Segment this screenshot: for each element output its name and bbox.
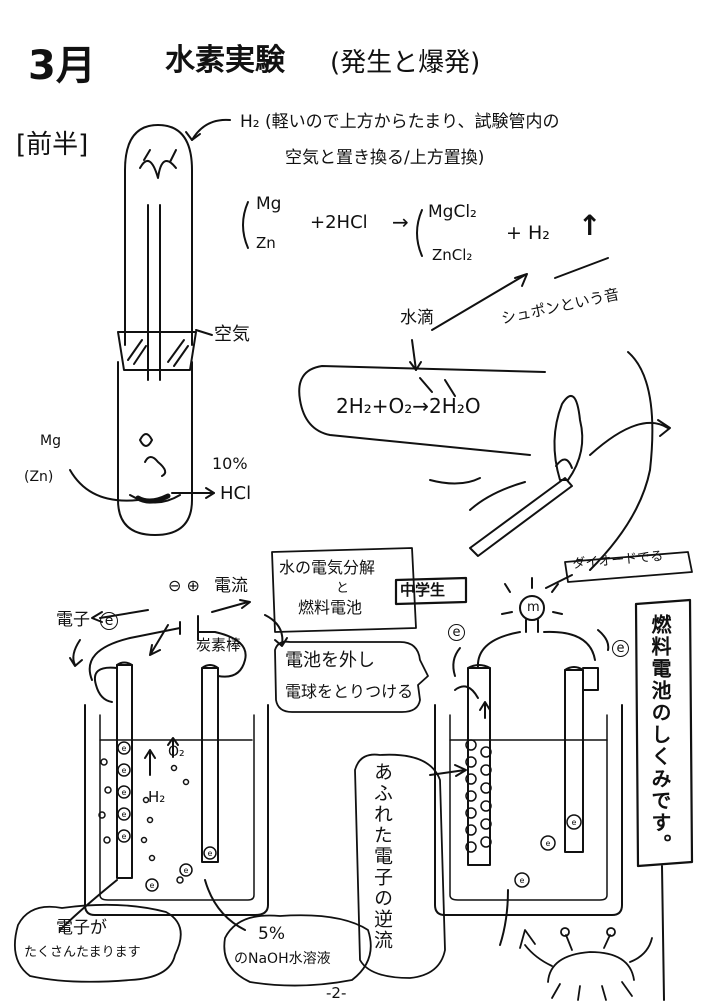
equation-arrow: → [392, 210, 409, 234]
metal-label-mg: Mg [40, 433, 61, 449]
acid-concentration: 10% [212, 454, 248, 473]
h2-note-line1: H₂ (軽いので上方からたまり、試験管内の [240, 112, 560, 132]
carbon-rod-label: 炭素棒 [196, 636, 242, 654]
electrolysis-beaker [84, 704, 269, 916]
section-label: [前半] [16, 130, 89, 160]
gas-arrow-2 [554, 257, 609, 279]
electrons-pointer [59, 879, 118, 931]
svg-text:e: e [122, 810, 127, 819]
electron-label: 電子 [56, 610, 90, 630]
electron-glyphs: e e e e e e e e e e e [122, 744, 577, 890]
equation-product-zncl2: ZnCl₂ [432, 246, 473, 264]
callout-shapes [14, 547, 468, 987]
solution-concentration: 5% [258, 924, 285, 944]
equation-bracket-right [416, 209, 423, 257]
side-note-stem [661, 865, 665, 1001]
svg-text:e: e [122, 744, 127, 753]
combustion-equation: 2H₂+O₂→2H₂O [336, 394, 481, 418]
electron-symbol-wire: e [100, 612, 118, 630]
fuel-cell-beaker [434, 704, 623, 916]
droplet-label: 水滴 [400, 308, 434, 328]
level-badge: 中学生 [400, 581, 446, 599]
gas-arrow-1 [431, 274, 526, 331]
electrons-cathode [117, 741, 217, 892]
svg-text:e: e [546, 839, 551, 848]
current-label: 電流 [214, 576, 248, 596]
equation-bracket-left [242, 201, 249, 249]
bubbles-left [98, 758, 190, 884]
equation-h2: + H₂ [506, 222, 550, 244]
fuel-cell-side-note: 燃料電池のしくみです。 [648, 614, 672, 856]
diode-label-frame [564, 551, 693, 583]
fuel-cell-rod-right [564, 666, 599, 853]
switch-note-line1: 電池を外し [285, 650, 375, 671]
page-title: 水素実験 [165, 43, 285, 78]
air-label: 空気 [214, 324, 250, 345]
anode-rod [201, 664, 219, 863]
solution-label: のNaOH水溶液 [234, 951, 331, 967]
page-number: -2- [326, 984, 347, 1002]
svg-text:e: e [122, 832, 127, 841]
overflow-note: あふれた電子の逆流 [371, 762, 393, 951]
reaction-tube [117, 361, 193, 536]
page-subtitle: (発生と爆発) [330, 48, 481, 78]
collection-tube [124, 124, 193, 381]
solution-pointer [204, 879, 246, 931]
electrons-fuel-cell [465, 739, 582, 888]
acid-label: HCl [220, 483, 252, 504]
overflow-pointer [429, 769, 466, 776]
h2-note-line2: 空気と置き換る/上方置換) [285, 148, 485, 168]
electrolysis-title-line2: と [336, 581, 350, 596]
equation-acid: +2HCl [310, 212, 368, 233]
motor-symbol: m [527, 600, 540, 615]
diode-arrow [589, 351, 654, 571]
equation-reactant-zn: Zn [256, 234, 276, 252]
month-label: 3月 [28, 43, 96, 89]
electrolysis-wires [69, 599, 288, 703]
cathode-rod [116, 661, 133, 879]
match-flame [429, 394, 584, 557]
battery-symbols: ⊖ ⊕ [168, 576, 200, 595]
svg-text:e: e [150, 881, 155, 890]
electrons-note-line1: 電子が [56, 918, 107, 938]
stopper [117, 331, 197, 371]
crab-doodle [519, 927, 653, 1001]
electrolysis-title-line3: 燃料電池 [298, 598, 363, 617]
svg-text:e: e [572, 818, 577, 827]
svg-text:e: e [208, 849, 213, 858]
electron-symbol-fuel-left: e [448, 624, 465, 641]
equation-product-mgcl2: MgCl₂ [428, 202, 477, 222]
electrolysis-title-line1: 水の電気分解 [279, 558, 376, 577]
switch-note-line2: 電球をとりつける [285, 682, 414, 701]
overflow-pointer-2 [499, 889, 509, 946]
test-tube-horizontal [298, 339, 546, 456]
metal-label-zn: (Zn) [24, 469, 54, 485]
svg-text:e: e [520, 876, 525, 885]
gas-up-arrow: ↑ [578, 209, 602, 242]
o2-label: O₂ [168, 744, 185, 760]
svg-text:e: e [122, 766, 127, 775]
electron-symbol-fuel-right: e [612, 640, 629, 657]
sound-arrow [589, 421, 669, 456]
svg-text:e: e [184, 866, 189, 875]
annotation-arrows-top [69, 118, 231, 502]
electrons-note-line2: たくさんたまります [24, 945, 141, 960]
svg-text:e: e [122, 788, 127, 797]
h2-label: H₂ [148, 788, 166, 806]
fuel-cell-wires [452, 574, 610, 719]
equation-reactant-mg: Mg [256, 194, 282, 214]
side-note-frame [634, 598, 694, 868]
